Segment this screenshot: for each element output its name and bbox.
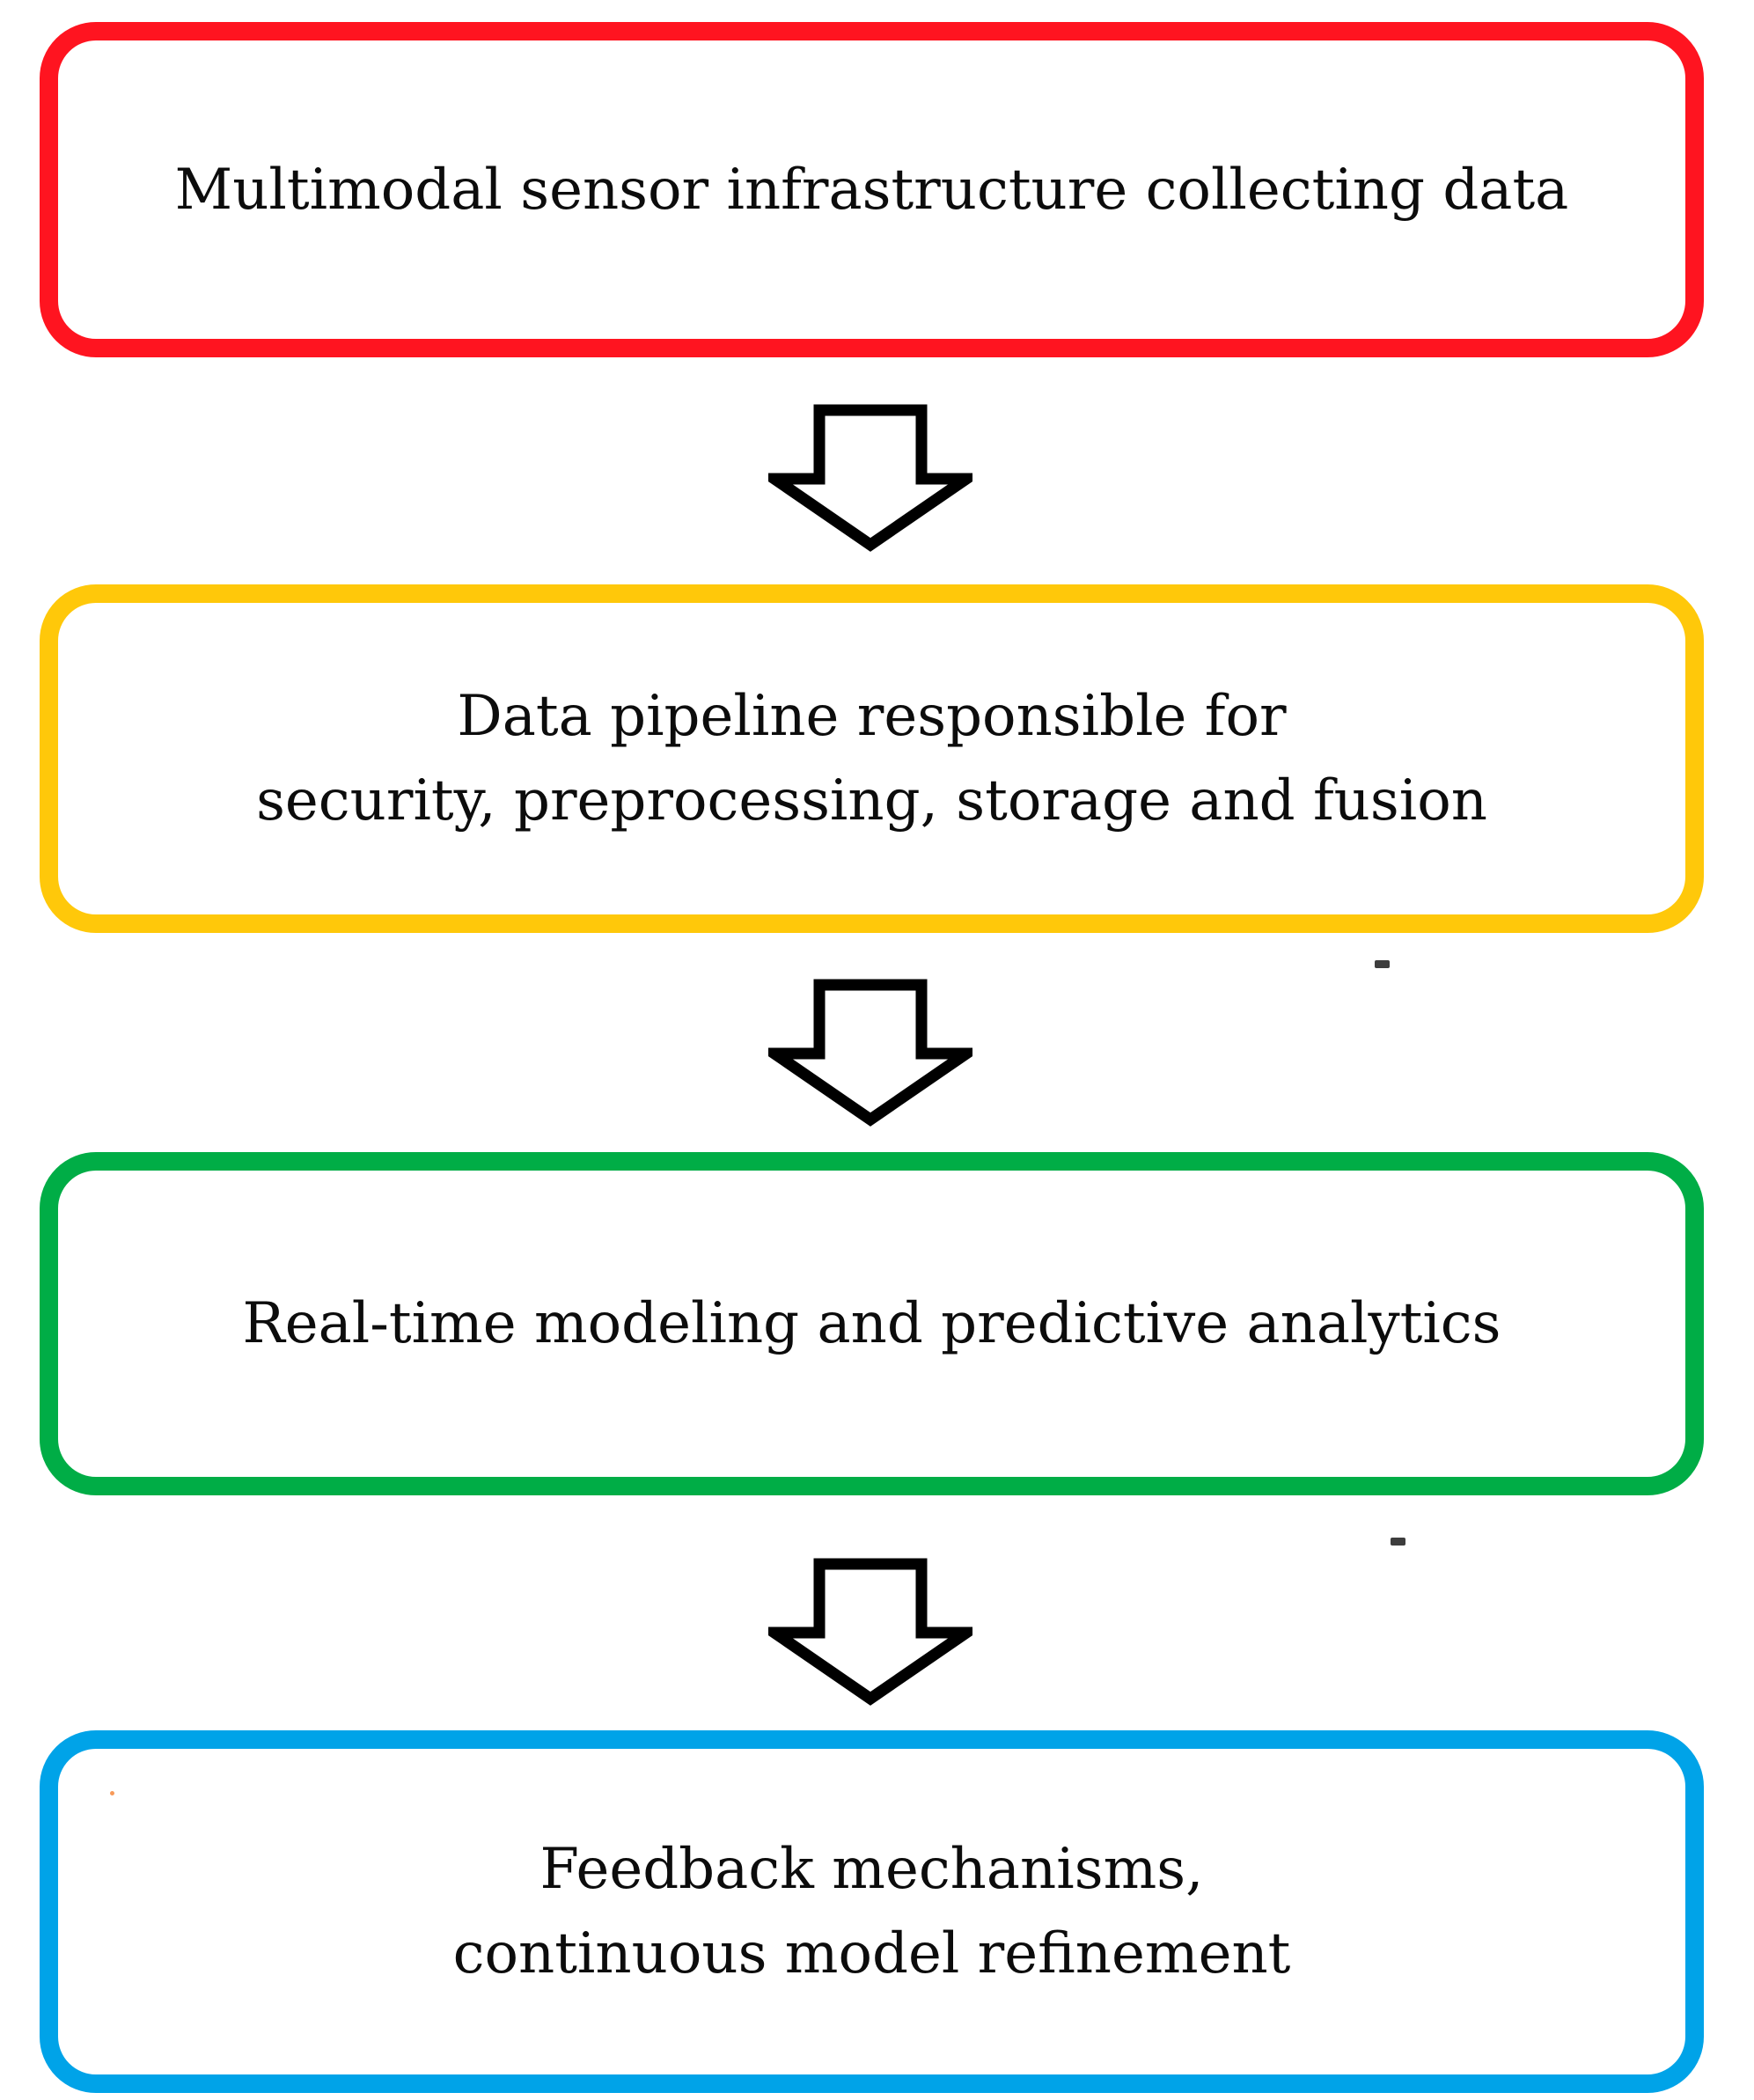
stray-dot-mark xyxy=(110,1791,114,1795)
node-sensor-infrastructure: Multimodal sensor infrastructure collect… xyxy=(40,22,1704,357)
down-arrow-outline xyxy=(768,1558,972,1706)
node-feedback-label-line1: Feedback mechanisms, xyxy=(539,1837,1204,1902)
stray-dash-mark xyxy=(1391,1538,1405,1546)
node-feedback: Feedback mechanisms, continuous model re… xyxy=(40,1730,1704,2093)
node-feedback-label-line2: continuous model refinement xyxy=(452,1921,1291,1986)
node-realtime-modeling: Real-time modeling and predictive analyt… xyxy=(40,1152,1704,1495)
down-arrow-icon xyxy=(768,979,972,1127)
node-sensor-infrastructure-label: Multimodal sensor infrastructure collect… xyxy=(174,157,1569,223)
node-data-pipeline-label-line2: security, preprocessing, storage and fus… xyxy=(256,768,1487,833)
node-data-pipeline: Data pipeline responsible for security, … xyxy=(40,584,1704,933)
stray-dash-mark xyxy=(1375,960,1390,968)
down-arrow-outline xyxy=(768,404,972,552)
node-data-pipeline-label-line1: Data pipeline responsible for xyxy=(457,684,1287,749)
node-realtime-modeling-label: Real-time modeling and predictive analyt… xyxy=(242,1291,1501,1356)
down-arrow-outline xyxy=(768,979,972,1127)
down-arrow-icon xyxy=(768,1558,972,1706)
down-arrow-icon xyxy=(768,404,972,552)
